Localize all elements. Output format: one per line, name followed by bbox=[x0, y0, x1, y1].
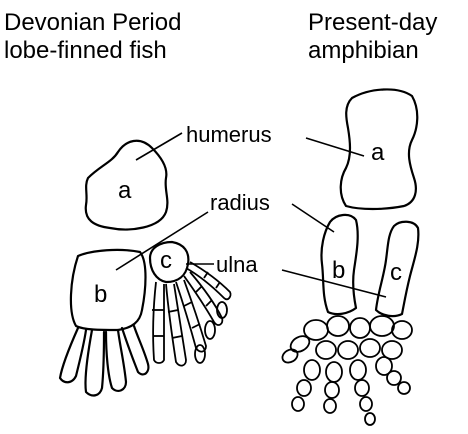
humerus-leader-right bbox=[306, 138, 364, 156]
left-title-line-2: lobe-finned fish bbox=[4, 37, 167, 64]
radius-label: radius bbox=[210, 190, 270, 215]
ulna-label: ulna bbox=[216, 252, 258, 277]
amphibian-letter-c: c bbox=[390, 259, 402, 286]
amphibian-limb bbox=[280, 89, 418, 425]
fish-ray-1 bbox=[60, 328, 86, 382]
right-title-line-1: Present-day bbox=[308, 9, 437, 36]
right-title-line-2: amphibian bbox=[308, 37, 419, 64]
fish-ray-3 bbox=[106, 330, 126, 391]
amphibian-letter-b: b bbox=[332, 257, 345, 284]
amphibian-carpals bbox=[304, 316, 412, 359]
radius-leader-right bbox=[292, 204, 334, 232]
humerus-label: humerus bbox=[186, 122, 272, 147]
fish-letter-b: b bbox=[94, 281, 107, 308]
amphibian-digits bbox=[280, 333, 410, 425]
fish-radius-bone bbox=[71, 250, 146, 330]
fish-letter-a: a bbox=[118, 177, 132, 204]
fish-ulna-rays bbox=[152, 262, 231, 366]
fish-ray-4 bbox=[122, 326, 148, 374]
left-title-line-1: Devonian Period bbox=[4, 9, 181, 36]
amphibian-letter-a: a bbox=[371, 139, 385, 166]
fish-fin bbox=[60, 141, 231, 396]
fish-letter-c: c bbox=[160, 247, 172, 274]
fish-ray-2 bbox=[85, 330, 104, 395]
